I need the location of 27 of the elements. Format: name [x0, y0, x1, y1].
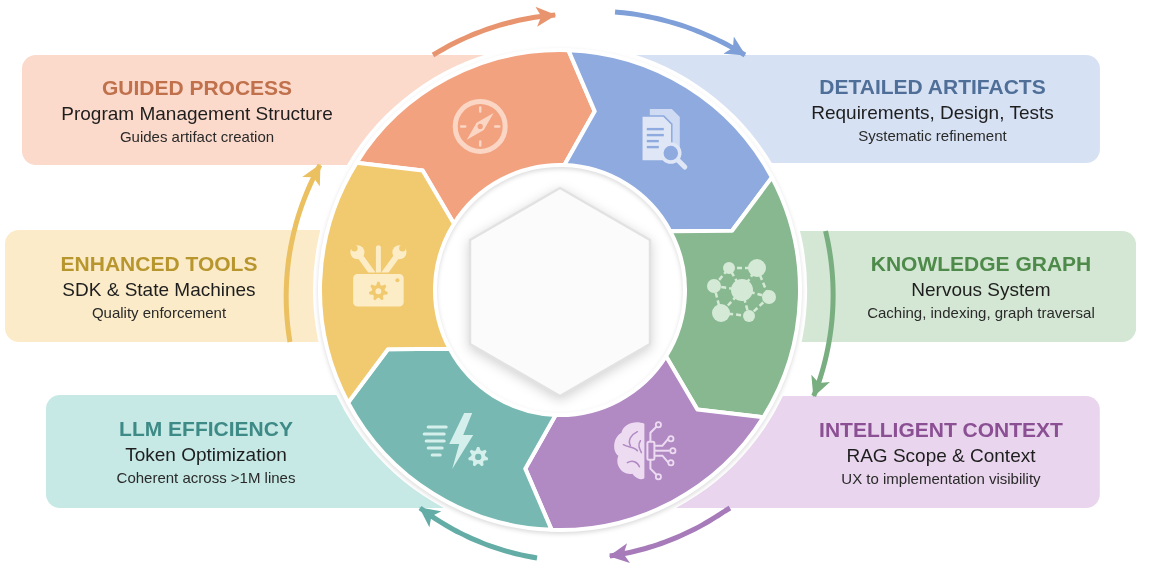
info-panel: [5, 230, 321, 342]
section-description: UX to implementation visibility: [841, 468, 1041, 489]
section-description: Guides artifact creation: [119, 126, 275, 147]
info-panel: [799, 231, 1136, 342]
section-subtitle: Nervous System: [911, 278, 1051, 302]
section-subtitle: RAG Scope & Context: [846, 443, 1036, 468]
section-title: ENHANCED TOOLS: [60, 250, 258, 277]
section-title: KNOWLEDGE GRAPH: [870, 251, 1092, 277]
curved-arrow: [431, 6, 557, 58]
section-subtitle: Requirements, Design, Tests: [811, 100, 1054, 125]
curved-arrow: [614, 9, 747, 58]
curved-arrow: [608, 505, 732, 564]
section-subtitle: Program Management Structure: [61, 101, 333, 126]
section-subtitle: SDK & State Machines: [62, 277, 256, 302]
curved-arrow: [283, 163, 323, 343]
hexagon-frame: [468, 186, 652, 398]
section-subtitle: Token Optimization: [125, 443, 287, 467]
curved-arrow: [811, 230, 836, 397]
section-title: GUIDED PROCESS: [101, 74, 293, 101]
curved-arrow: [418, 506, 538, 561]
section-title: DETAILED ARTIFACTS: [819, 73, 1046, 100]
section-title: INTELLIGENT CONTEXT: [819, 416, 1063, 443]
section-description: Systematic refinement: [858, 125, 1007, 146]
section-title: LLM EFFICIENCY: [119, 416, 293, 442]
section-description: Quality enforcement: [91, 302, 227, 323]
section-description: Coherent across >1M lines: [116, 468, 296, 488]
section-description: Caching, indexing, graph traversal: [867, 303, 1095, 323]
